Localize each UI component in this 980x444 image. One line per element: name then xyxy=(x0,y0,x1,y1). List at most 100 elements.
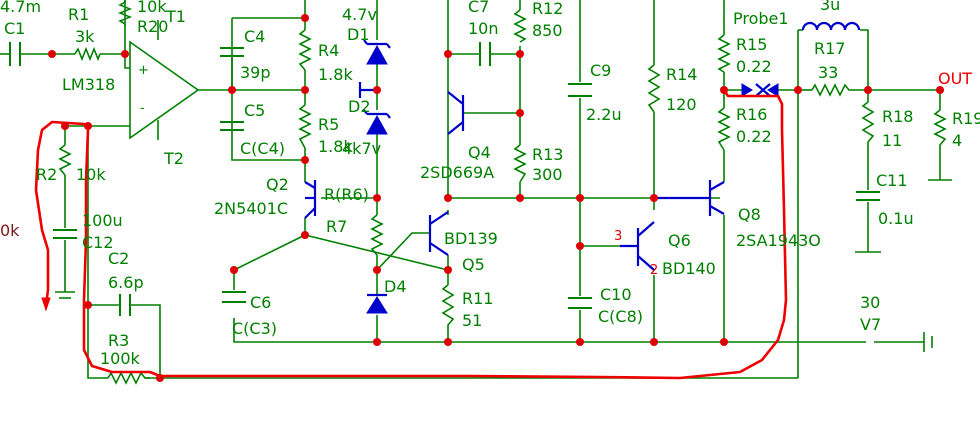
capacitor-c11 xyxy=(856,191,880,201)
label-r18-value: 11 xyxy=(882,131,902,150)
label-c4-value: 39p xyxy=(240,63,271,82)
resistor-r5 xyxy=(298,104,312,149)
label-r12: R12 xyxy=(532,0,563,18)
label-r15-value: 0.22 xyxy=(736,57,772,76)
label-r16: R16 xyxy=(736,105,767,124)
label-r13: R13 xyxy=(532,145,563,164)
label-r19-value: 4 xyxy=(952,131,962,150)
opamp-plus-sign: + xyxy=(138,63,149,78)
resistors xyxy=(58,0,947,385)
label-q2-type: 2N5401C xyxy=(214,199,288,218)
opamp-lm318: + - xyxy=(129,40,200,140)
capacitors xyxy=(9,42,880,316)
label-r12-value: 850 xyxy=(532,21,563,40)
label-c11: C11 xyxy=(876,171,908,190)
junction-nodes xyxy=(48,14,944,382)
label-q4: Q4 xyxy=(468,143,491,162)
capacitor-c1 xyxy=(9,42,21,66)
label-q5-type: BD139 xyxy=(444,229,498,248)
resistor-r11 xyxy=(441,284,455,330)
label-r19: R19 xyxy=(952,109,980,128)
label-d1: D1 xyxy=(347,25,370,44)
transistor-q2 xyxy=(304,180,317,219)
label-d2: D2 xyxy=(348,97,371,116)
capacitor-c6 xyxy=(222,291,246,303)
label-r15: R15 xyxy=(736,35,767,54)
label-probe1: Probe1 xyxy=(733,9,789,28)
label-r20-value: 10k xyxy=(137,0,167,16)
label-r5: R5 xyxy=(318,115,339,134)
label-c10-value: C(C8) xyxy=(598,307,643,326)
label-q6-type: BD140 xyxy=(662,259,716,278)
label-c11-value: 0.1u xyxy=(878,209,914,228)
label-r17: R17 xyxy=(814,39,845,58)
label-c2-value: 6.6p xyxy=(108,273,144,292)
label-r1-value: 3k xyxy=(75,27,95,46)
label-r1: R1 xyxy=(68,5,89,24)
label-r18: R18 xyxy=(882,107,913,126)
label-r7: R7 xyxy=(326,217,347,236)
probe-arrow-icon xyxy=(41,297,51,312)
label-r3: R3 xyxy=(108,331,129,350)
transistor-q5 xyxy=(428,211,449,256)
resistor-r15 xyxy=(717,34,731,73)
label-r14: R14 xyxy=(666,65,697,84)
probe-trace xyxy=(34,88,788,380)
label-d2-value: 4k7v xyxy=(342,139,381,158)
label-r20: R20 xyxy=(137,17,168,36)
capacitor-c2 xyxy=(119,294,131,316)
label-c2: C2 xyxy=(108,249,129,268)
label-q4-type: 2SD669A xyxy=(420,163,494,182)
resistor-r2 xyxy=(58,144,72,176)
label-r16-value: 0.22 xyxy=(736,127,772,146)
label-c1: C1 xyxy=(4,19,25,38)
label-l1-value: 3u xyxy=(820,0,840,14)
transistor-q8 xyxy=(654,180,725,216)
label-c6-value: C(C3) xyxy=(232,319,277,338)
label-r3-value: 100k xyxy=(100,349,141,368)
component-labels: 4.7m C1 R1 3k 10k R20 T1 T2 LM318 C4 39p… xyxy=(0,0,980,368)
label-q6: Q6 xyxy=(668,231,691,250)
resistor-r17 xyxy=(811,83,852,97)
transistor-q6 xyxy=(620,221,655,271)
label-r17-value: 33 xyxy=(818,63,838,82)
inductor-l1 xyxy=(801,21,861,31)
label-c7: C7 xyxy=(468,0,489,16)
resistor-r20 xyxy=(117,0,133,26)
label-d4: D4 xyxy=(384,277,407,296)
wires xyxy=(0,0,952,379)
label-q2: Q2 xyxy=(266,175,289,194)
label-r6: R(R6) xyxy=(324,185,369,204)
label-r-top-value: 4.7m xyxy=(0,0,41,16)
label-c6: C6 xyxy=(250,293,271,312)
resistor-r18 xyxy=(861,101,875,148)
resistor-r12 xyxy=(513,9,527,43)
label-c9-value: 2.2u xyxy=(586,105,622,124)
resistor-r16 xyxy=(717,107,731,151)
label-r13-value: 300 xyxy=(532,165,563,184)
label-r2: R2 xyxy=(36,165,57,184)
capacitor-c7 xyxy=(479,42,491,66)
label-out: OUT xyxy=(938,69,972,88)
resistor-r1 xyxy=(74,46,101,62)
transistor-q4 xyxy=(447,91,465,135)
label-c4: C4 xyxy=(244,27,265,46)
label-q8: Q8 xyxy=(738,205,761,224)
capacitor-c4 xyxy=(220,47,244,90)
label-d1-value: 4.7v xyxy=(342,5,377,24)
capacitor-c5 xyxy=(220,121,244,131)
capacitor-c9 xyxy=(568,83,592,97)
label-lm318: LM318 xyxy=(62,75,115,94)
resistor-r4 xyxy=(298,29,312,71)
label-v7: V7 xyxy=(860,315,881,334)
label-v7-value: 30 xyxy=(860,293,880,312)
opamp-minus-sign: - xyxy=(140,101,145,116)
resistor-r13 xyxy=(513,144,527,183)
label-q8-type: 2SA1943O xyxy=(736,231,821,250)
label-r2-value: 10k xyxy=(76,165,106,184)
resistor-r14 xyxy=(647,64,661,113)
capacitor-c12 xyxy=(53,229,77,239)
resistor-r3 xyxy=(107,371,150,385)
label-t1: T1 xyxy=(165,7,186,26)
